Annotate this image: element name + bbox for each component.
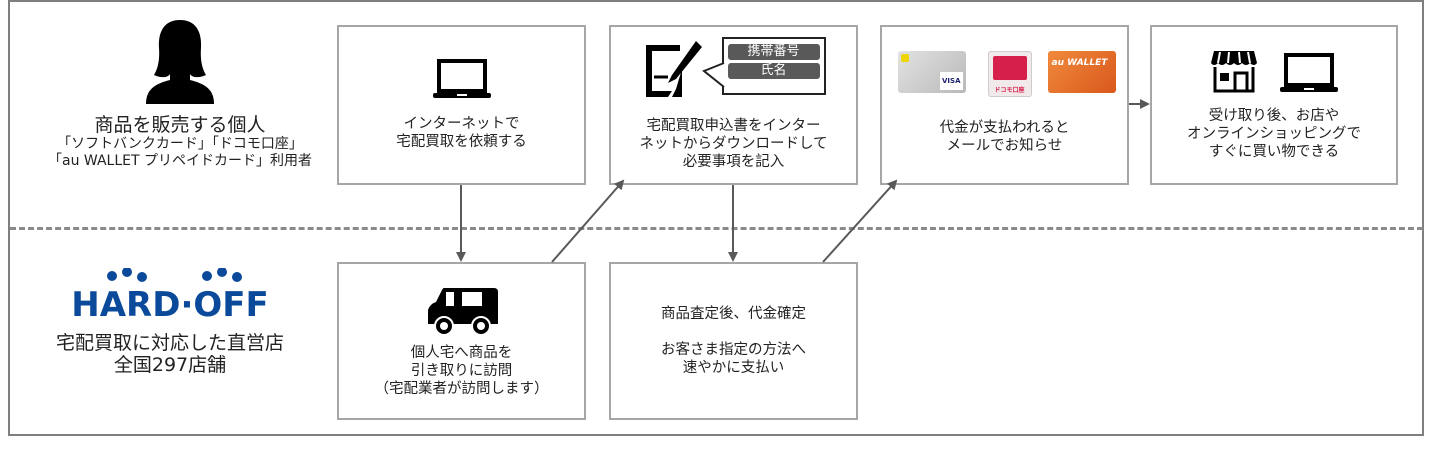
seller-actor: 商品を販売する個人 「ソフトバンクカード」「ドコモ口座」 「au WALLET … xyxy=(20,18,340,170)
laptop-icon xyxy=(1280,53,1338,92)
arrow-step2-to-step3 xyxy=(551,179,625,263)
step-6-box: 受け取り後、お店や オンラインショッピングで すぐに買い物できる xyxy=(1150,25,1398,185)
form-fields-bubble: 携帯番号 氏名 xyxy=(721,37,826,95)
softbank-card-icon: VISA xyxy=(897,51,966,93)
seller-title: 商品を販売する個人 xyxy=(94,114,266,136)
step-3-box: 携帯番号 氏名 宅配買取申込書をインター ネットからダウンロードして 必要事項を… xyxy=(609,25,858,185)
form-field-name: 氏名 xyxy=(727,63,820,79)
logo-text: HARD·OFF xyxy=(71,285,268,324)
lane-divider xyxy=(10,227,1423,230)
arrow-step4-to-step5 xyxy=(822,179,898,263)
bubble-pointer xyxy=(701,62,725,88)
form-writing-icon xyxy=(645,41,702,97)
delivery-van-icon xyxy=(427,288,498,336)
step-5-box: VISA ドコモ口座 au WALLET 代金が支払われると メールでお知らせ xyxy=(880,25,1129,185)
step-4-box: 商品査定後、代金確定 お客さま指定の方法へ 速やかに支払い xyxy=(609,262,858,420)
person-silhouette-icon xyxy=(146,20,214,104)
store-subtitle: 全国297店舗 xyxy=(113,354,227,376)
au-wallet-card-icon: au WALLET xyxy=(1047,51,1116,93)
form-illustration: 携帯番号 氏名 xyxy=(634,37,834,107)
form-field-phone: 携帯番号 xyxy=(727,44,820,60)
store-icon xyxy=(1211,51,1257,93)
docomo-account-icon: ドコモ口座 xyxy=(987,51,1032,97)
step-1-box: インターネットで 宅配買取を依頼する xyxy=(337,25,586,185)
step-6-text: 受け取り後、お店や オンラインショッピングで すぐに買い物できる xyxy=(1187,108,1361,160)
step-3-text: 宅配買取申込書をインター ネットからダウンロードして 必要事項を記入 xyxy=(639,118,828,170)
diagram-frame xyxy=(8,0,1424,436)
step-5-text: 代金が支払われると メールでお知らせ xyxy=(939,120,1070,154)
payment-cards-icon: VISA ドコモ口座 au WALLET xyxy=(890,49,1120,99)
laptop-icon xyxy=(432,59,491,98)
store-and-laptop-icon xyxy=(1210,49,1338,93)
seller-subtitle: 「ソフトバンクカード」「ドコモ口座」 「au WALLET プリペイドカード」利… xyxy=(47,136,312,169)
step-2-text: 個人宅へ商品を 引き取りに訪問 （宅配業者が訪問します） xyxy=(374,345,549,397)
step-1-text: インターネットで 宅配買取を依頼する xyxy=(396,116,527,150)
store-actor: HARD·OFF 宅配買取に対応した直営店 全国297店舗 xyxy=(20,268,320,376)
step-2-box: 個人宅へ商品を 引き取りに訪問 （宅配業者が訪問します） xyxy=(337,262,586,420)
step-4-text: 商品査定後、代金確定 お客さま指定の方法へ 速やかに支払い xyxy=(661,306,806,376)
hardoff-logo: HARD·OFF xyxy=(20,268,320,324)
store-title: 宅配買取に対応した直営店 xyxy=(55,332,284,354)
